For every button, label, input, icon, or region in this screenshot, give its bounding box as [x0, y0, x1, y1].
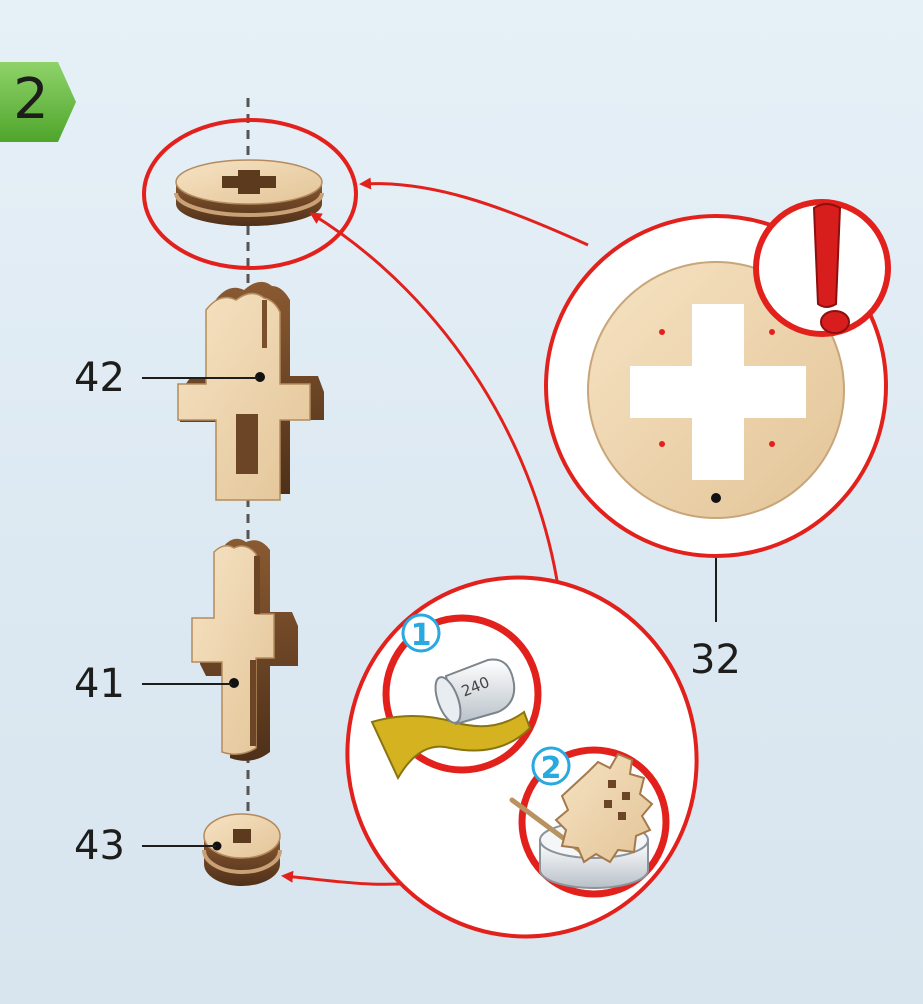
part-42-cross-piece: [178, 282, 324, 500]
sandpaper-step-badge: 1: [411, 618, 432, 653]
glue-step-badge: 2: [541, 751, 562, 786]
part-label-41: 41: [74, 664, 125, 704]
part-label-42: 42: [74, 358, 125, 398]
part-32-ring: [176, 160, 322, 226]
part-41-cross-piece: [192, 539, 298, 761]
warning-badge: [756, 202, 888, 334]
part-label-32: 32: [690, 640, 741, 680]
part-43-disc: [204, 814, 280, 886]
part-label-43: 43: [74, 826, 125, 866]
